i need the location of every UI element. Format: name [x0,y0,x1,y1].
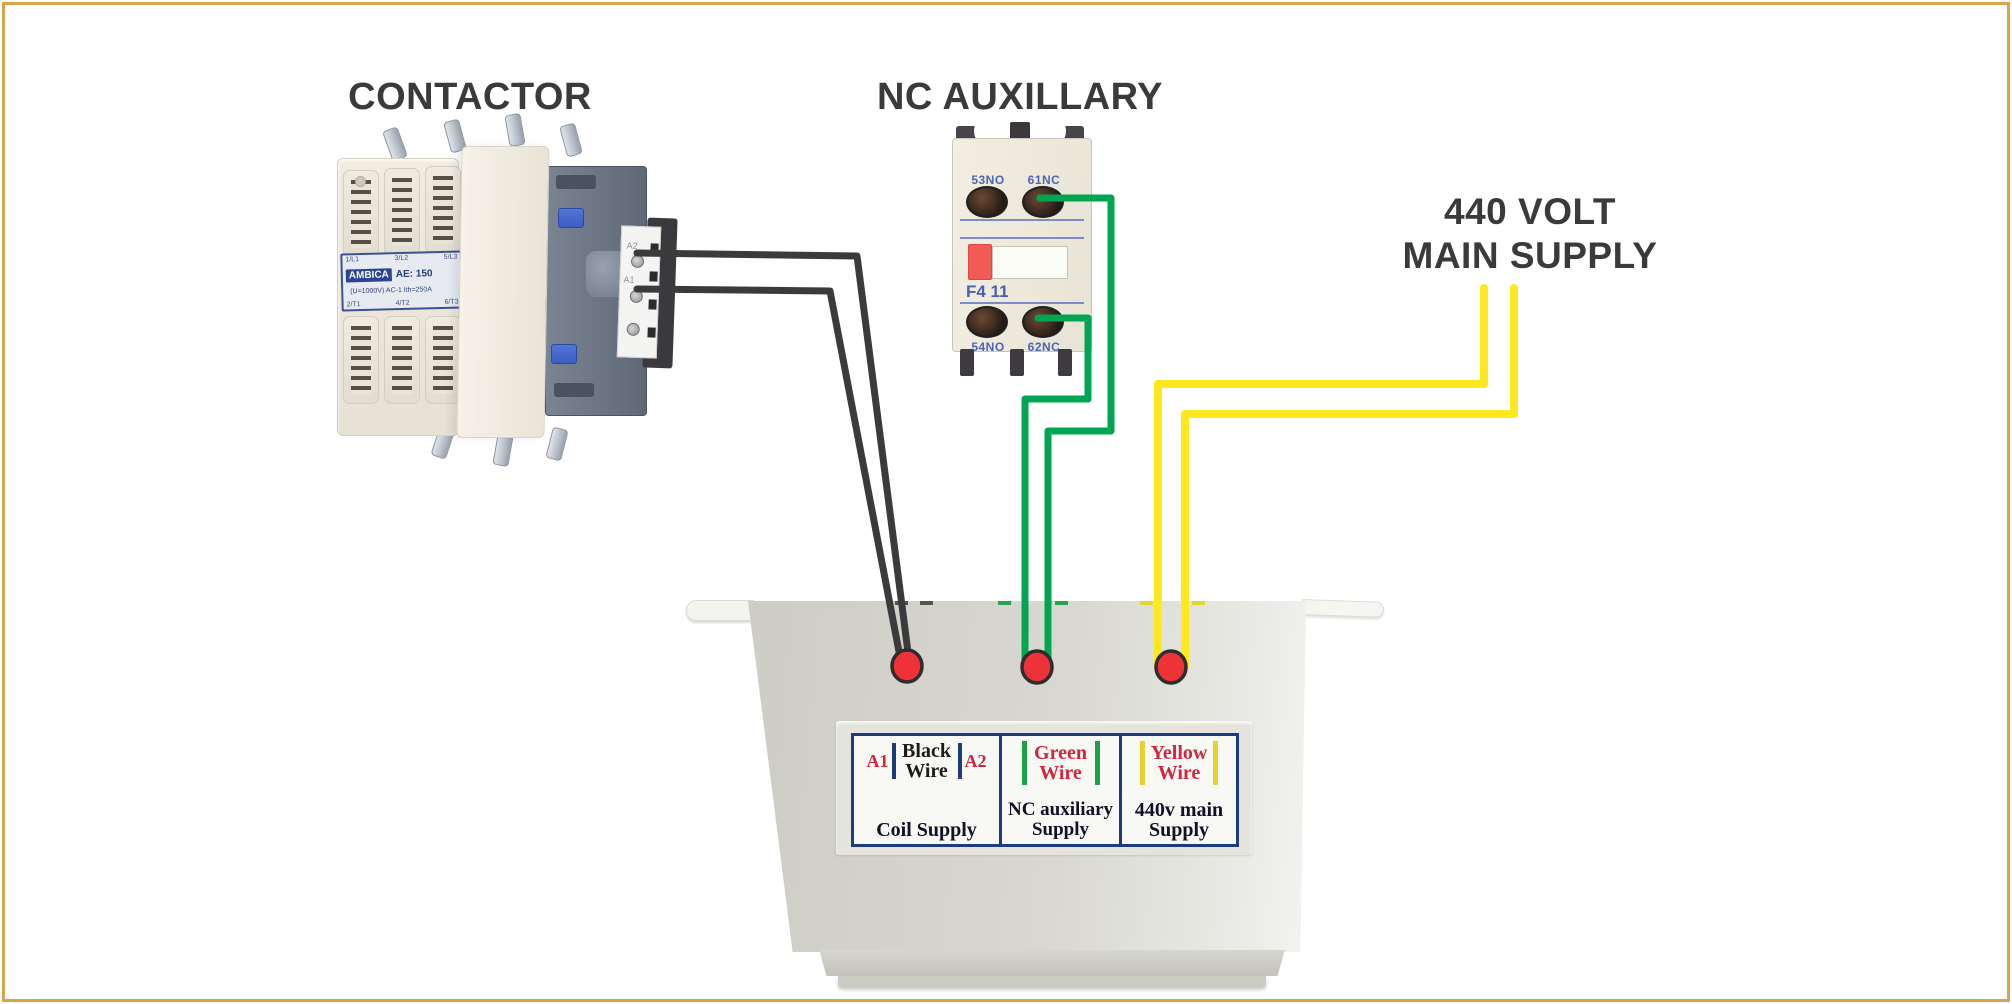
blue-clip [551,344,577,364]
vent-grille [343,316,379,404]
coil-terminal-a1-label: A1 [623,274,635,285]
contactor-front-cover [456,146,550,438]
divider-line [960,302,1084,304]
box-flange-right [1301,599,1385,618]
plate-mark: 1/L1 [345,256,360,264]
status-window [992,246,1068,279]
contactor-heading: CONTACTOR [348,76,592,118]
nc-aux-supply-cell: Green Wire NC auxiliary Supply [1002,736,1122,844]
model-number: AE: 150 [395,268,433,281]
terminal-slot [647,327,656,338]
mounting-bolt [545,426,569,462]
coil-terminal-a2-label: A2 [626,240,638,251]
junction-box-foot [838,976,1266,988]
plate-brand-row: AMBICA AE: 150 [345,267,458,283]
module-notch [554,383,594,397]
yellow-wire-label: Yellow Wire [1150,742,1208,784]
yellow-wire-row: Yellow Wire [1140,741,1218,785]
main-supply-heading: 440 VOLT MAIN SUPPLY [1370,190,1690,278]
green-wire-row: Green Wire [1021,741,1100,785]
a1-mark: A1 [866,750,889,771]
yellow-bar [1213,741,1218,785]
vent-grille [425,316,461,404]
terminal-slot [649,271,658,282]
plate-spec: (U=1000V) AC-1 Ith=250A [350,286,433,296]
vent-grille [384,316,420,404]
plate-bottom-marks: 2/T1 4/T2 6/T3 [347,299,459,309]
green-bar [1021,741,1027,785]
terminal-slot [650,243,659,254]
terminal-screw [626,322,640,337]
entry-mark-yellow [1192,601,1205,605]
brand-logo: AMBICA [345,268,393,283]
black-wire-row: A1 Black Wire A2 [867,741,987,781]
navy-bar [891,743,896,779]
junction-box-base [819,950,1285,976]
main-supply-heading-line2: MAIN SUPPLY [1402,235,1658,276]
coil-terminal-a1-screw [629,289,644,304]
terminal-slot [648,299,657,310]
bottom-prong [1058,349,1072,376]
plate-mark: 2/T1 [346,301,361,309]
yellow-bar [1140,741,1145,785]
divider-line [960,237,1084,239]
coil-terminal-strip: A2 A1 [616,225,662,359]
divider-line [960,219,1084,221]
vent-grille [384,168,420,256]
mounting-bolt [382,126,408,162]
terminal-54no-label: 54NO [971,340,1005,354]
terminal-61nc-label: 61NC [1027,173,1061,187]
entry-mark-green [998,601,1011,605]
bottom-prong [1010,349,1024,376]
plate-top-marks: 1/L1 3/L2 5/L3 [345,254,457,264]
terminal-62nc [1022,306,1064,338]
terminal-54no [966,306,1008,338]
box-flange-left [686,600,754,621]
plate-mark: 6/T3 [444,298,459,306]
green-wire-label: Green Wire [1034,742,1087,784]
main-supply-label: 440v main Supply [1134,799,1224,841]
plate-mark: 3/L2 [394,254,409,263]
contactor-side-module [545,166,647,416]
coil-supply-cell: A1 Black Wire A2 Coil Supply [854,736,1002,844]
plate-mark: 5/L3 [443,253,458,261]
vent-grille [425,166,461,254]
terminal-61nc [1022,186,1064,218]
main-supply-cell: Yellow Wire 440v main Supply [1122,736,1236,844]
navy-bar [957,743,962,779]
mounting-bolt [559,122,583,158]
module-notch [556,175,596,189]
coil-supply-label: Coil Supply [876,819,977,841]
terminal-53no-label: 53NO [971,173,1005,187]
entry-mark-black [895,601,908,605]
plate-mark: 4/T2 [395,299,410,308]
entry-mark-green [1055,601,1068,605]
black-wire-label: Black Wire [902,740,951,782]
bottom-prong [960,349,974,376]
nc-aux-supply-label: NC auxiliary Supply [1007,799,1114,840]
mounting-bolt [504,112,526,148]
nc-aux-model: F4 11 [966,282,1009,301]
entry-mark-yellow [1140,601,1153,605]
contactor-device: 1/L1 3/L2 5/L3 AMBICA AE: 150 (U=1000V) … [335,110,685,468]
main-supply-heading-line1: 440 VOLT [1444,191,1616,232]
entry-mark-black [920,601,933,605]
rating-plate: 1/L1 3/L2 5/L3 AMBICA AE: 150 (U=1000V) … [340,250,464,312]
mounting-hole [355,176,366,187]
a2-mark: A2 [964,750,987,771]
label-panel: A1 Black Wire A2 Coil Supply Green Wire … [851,733,1239,847]
red-test-button [968,244,992,280]
nc-auxiliary-heading: NC AUXILLARY [876,76,1164,118]
green-bar [1094,741,1100,785]
coil-terminal-a2-screw [630,254,645,269]
nc-auxiliary-device: 53NO 61NC F4 11 54NO 62NC [948,114,1100,378]
terminal-53no [966,186,1008,218]
blue-clip [558,208,584,228]
